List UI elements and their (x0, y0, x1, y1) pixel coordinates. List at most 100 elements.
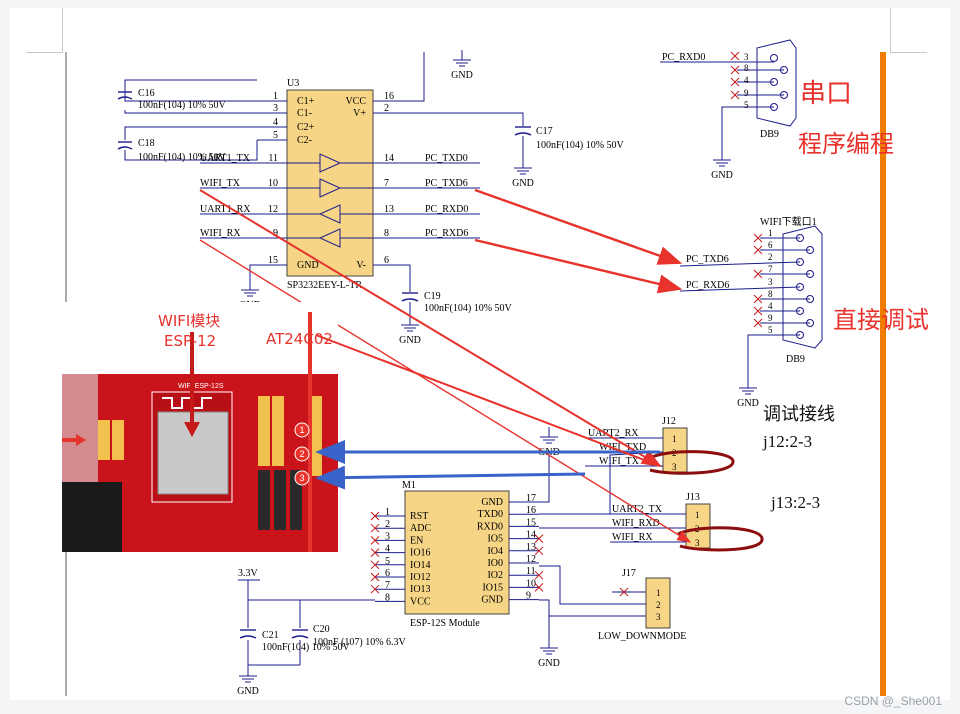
c20-ref: C20 (313, 624, 330, 635)
u3-pin-name: C1- (297, 108, 312, 119)
marker-1: 1 (299, 425, 304, 435)
u3-pin-name: V+ (353, 108, 366, 119)
j17-body (645, 577, 671, 629)
m1-pin-name: IO2 (487, 570, 503, 581)
db9-mid-ref: DB9 (786, 354, 805, 365)
m1-ref: M1 (402, 480, 416, 491)
j17-pin-number: 1 (656, 588, 661, 598)
c19-ref: C19 (424, 291, 441, 302)
note-direct-debug: 直接调试 (833, 307, 929, 334)
db9-mid-pin-number: 6 (768, 240, 773, 250)
db9-mid-pin-number: 8 (768, 289, 773, 299)
u3-pin-number: 7 (384, 178, 389, 189)
j12-pin-number: 3 (672, 462, 677, 472)
marker-2: 2 (299, 449, 304, 459)
gnd-label: GND (737, 398, 759, 409)
m1-pin-number: 12 (526, 554, 536, 565)
u3-pin-number: 15 (268, 255, 278, 266)
m1-pin-name: GND (481, 595, 503, 606)
m1-pin-name: IO16 (410, 548, 431, 559)
u3-pin-name: C2- (297, 135, 312, 146)
page-corner-mark-right (890, 8, 927, 53)
j12-net-3: WIFI_TX (599, 456, 640, 467)
marker-3: 3 (299, 473, 304, 483)
m1-pin-name: GND (481, 497, 503, 508)
db9-mid-pin-number: 2 (768, 252, 773, 262)
net-uart1-rx: UART1_RX (200, 204, 251, 215)
gnd-symbol (453, 50, 471, 67)
c19-symbol (401, 292, 419, 302)
gnd-label: GND (237, 686, 259, 697)
m1-pin-name: TXD0 (477, 509, 503, 520)
j17-label: LOW_DOWNMODE (598, 631, 686, 642)
gnd-label: GND (538, 658, 560, 669)
m1-pin-name: RXD0 (477, 521, 503, 532)
db9-mid-pin-number: 1 (768, 228, 773, 238)
u3-pin-number: 12 (268, 204, 278, 215)
arrow-pc-rxd6 (474, 238, 683, 294)
c21-symbol (239, 629, 257, 639)
note-serial: 串口 (800, 79, 852, 108)
m1-pin-name: EN (410, 535, 423, 546)
m1-pin-number: 17 (526, 493, 536, 504)
j12-pin-number: 1 (672, 434, 677, 444)
gnd-symbol (241, 280, 259, 297)
u3-chip: U3 SP3232EEY-L-TR (257, 78, 403, 291)
c16-value: 100nF(104) 10% 50V (138, 100, 227, 111)
u3-ref: U3 (287, 78, 299, 89)
m1-pin-name: IO14 (410, 560, 431, 571)
u3-left-nets: UART1_TX WIFI_TX UART1_RX WIFI_RX (200, 153, 251, 239)
u3-pin-number: 6 (384, 255, 389, 266)
u3-pin-number: 2 (384, 103, 389, 114)
db9-mid-pin-number: 5 (768, 325, 773, 335)
m1-pin-number: 13 (526, 542, 536, 553)
m1-pin-name: IO4 (487, 546, 503, 557)
u3-pin-name: C1+ (297, 96, 315, 107)
db9-top-ref: DB9 (760, 129, 779, 140)
c17-symbol (514, 126, 532, 136)
gnd-label: GND (451, 70, 473, 81)
db9-mid-pin-number: 3 (768, 277, 773, 287)
m1-pin-number: 8 (385, 592, 390, 603)
net-uart1-tx: UART1_TX (200, 153, 251, 164)
c18-value: 100nF(104) 10% 50V (138, 152, 227, 163)
j12-body (662, 427, 688, 473)
j13-pin-number: 1 (695, 510, 700, 520)
gnd-label: GND (512, 178, 534, 189)
gnd-symbol (514, 158, 532, 175)
net-pc-txd6: PC_TXD6 (425, 178, 468, 189)
page-corner-mark-left (26, 8, 63, 53)
db9-top-pin-number: 4 (744, 75, 749, 85)
c21-ref: C21 (262, 630, 279, 641)
note-program: 程序编程 (798, 131, 894, 158)
net-pc-txd0: PC_TXD0 (425, 153, 468, 164)
u3-pin-number: 10 (268, 178, 278, 189)
m1-pin-name: RST (410, 511, 428, 522)
db9-mid-pin-number: 7 (768, 264, 773, 274)
j13-pin-number: 3 (695, 538, 700, 548)
db9-mid-pin-number: 4 (768, 301, 773, 311)
j12-jumper-loop (649, 450, 735, 475)
u3-pin-name: V- (356, 260, 366, 271)
m1-pin-name: IO15 (482, 582, 503, 593)
arrow-pc-txd6 (474, 188, 683, 265)
j13-net-2: WIFI_RXD (612, 518, 660, 529)
u3-pin-number: 13 (384, 204, 394, 215)
db9-mid-title: WIFI下载口1 (760, 216, 817, 228)
c17-value: 100nF(104) 10% 50V (536, 140, 625, 151)
j12-ref: J12 (662, 416, 676, 427)
note-j12: j12:2-3 (762, 432, 812, 451)
c20-symbol (291, 629, 309, 639)
c18-ref: C18 (138, 138, 155, 149)
u3-part: SP3232EEY-L-TR (287, 280, 362, 291)
vcc-label: 3.3V (238, 568, 259, 579)
net-wifi-tx: WIFI_TX (200, 178, 241, 189)
gnd-label: GND (399, 335, 421, 346)
m1-pin-name: IO5 (487, 534, 503, 545)
gnd-symbol (540, 427, 558, 444)
note-wiring: 调试接线 (763, 404, 835, 424)
pcb-connector (62, 482, 122, 552)
m1-pin-number: 6 (385, 568, 390, 579)
photo-label-eeprom: AT24C02 (266, 330, 333, 348)
